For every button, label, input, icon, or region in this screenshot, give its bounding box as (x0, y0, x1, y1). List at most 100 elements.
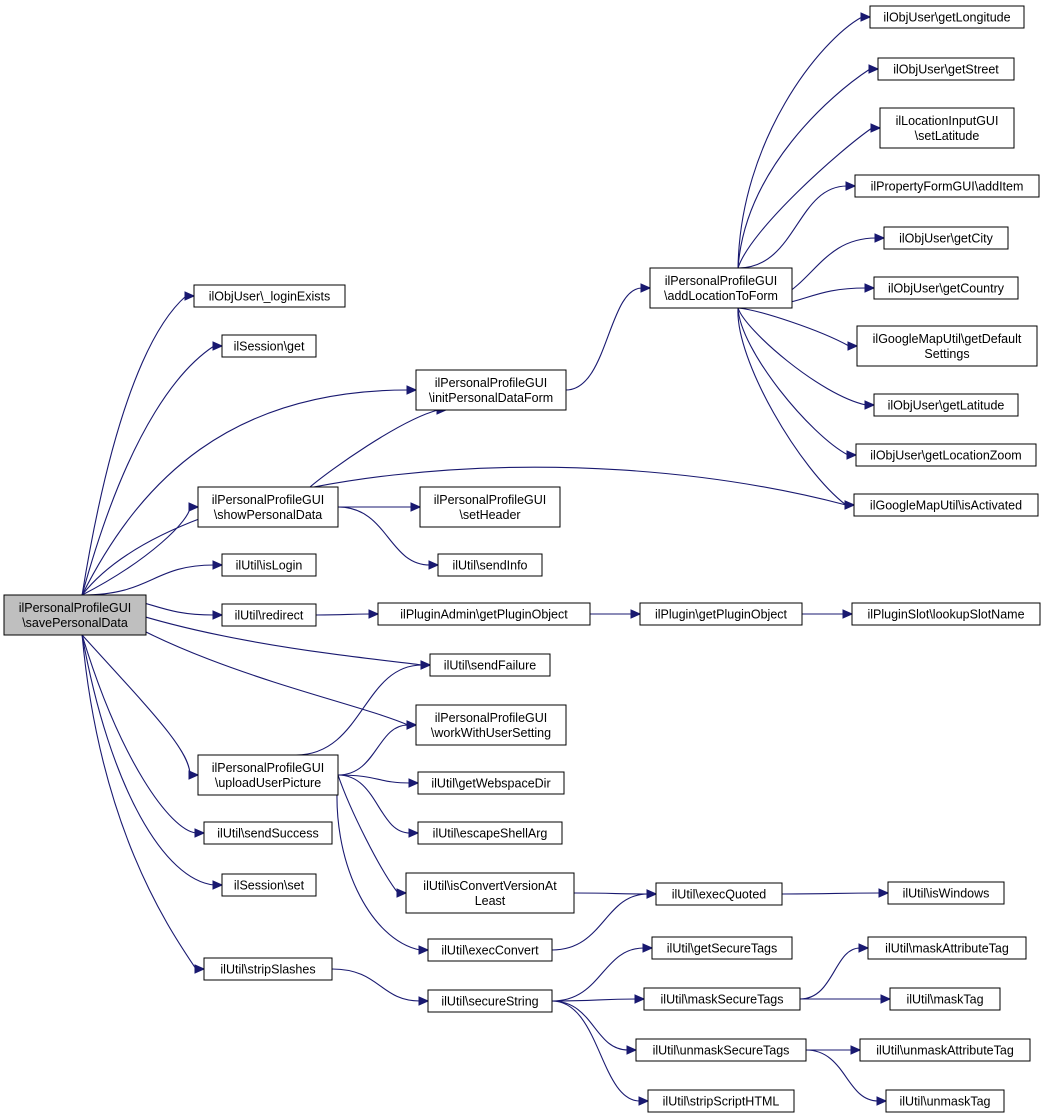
node-label: ilUtil\getSecureTags (667, 942, 777, 956)
node-getStreet[interactable]: ilObjUser\getStreet (877, 57, 1015, 81)
node-initPDF[interactable]: ilPersonalProfileGUI\initPersonalDataFor… (415, 369, 567, 411)
edge-root-to-sendSuccess (81, 634, 197, 834)
arrowhead-getPluginObjAdmin-to-pluginGetObj (630, 609, 642, 619)
node-setLatitude[interactable]: ilLocationInputGUI\setLatitude (879, 107, 1015, 149)
node-maskTag[interactable]: ilUtil\maskTag (889, 987, 1001, 1011)
node-box (651, 936, 793, 960)
arrowhead-addLoc-to-getStreet (868, 64, 880, 74)
node-box (417, 771, 565, 795)
node-addLoc[interactable]: ilPersonalProfileGUI\addLocationToForm (649, 267, 793, 309)
node-box (887, 881, 1005, 905)
node-maskSecureTags[interactable]: ilUtil\maskSecureTags (643, 987, 801, 1011)
node-execConvert[interactable]: ilUtil\execConvert (427, 938, 553, 962)
node-maskAttr[interactable]: ilUtil\maskAttributeTag (867, 936, 1027, 960)
edge-secureString-to-maskSecureTags (551, 998, 637, 1002)
arrowhead-uploadPic-to-isConvert (396, 888, 408, 898)
node-box (427, 938, 553, 962)
node-label: ilUtil\escapeShellArg (433, 827, 548, 841)
node-label: ilObjUser\getLatitude (888, 399, 1005, 413)
node-label: ilPlugin\getPluginObject (655, 608, 788, 622)
node-setHeader[interactable]: ilPersonalProfileGUI\setHeader (419, 486, 561, 528)
node-label: ilUtil\isLogin (236, 559, 303, 573)
node-box (377, 602, 591, 626)
edge-secureString-to-unmaskSecureTags (551, 1000, 629, 1051)
node-sendInfo[interactable]: ilUtil\sendInfo (437, 553, 543, 577)
node-isActivated[interactable]: ilGoogleMapUtil\isActivated (853, 493, 1039, 517)
node-label: ilUtil\secureString (441, 995, 538, 1009)
node-box (643, 987, 801, 1011)
edge-addLoc-to-isActivated (737, 307, 847, 506)
node-getPluginObjAdmin[interactable]: ilPluginAdmin\getPluginObject (377, 602, 591, 626)
node-box (635, 1038, 807, 1062)
node-escapeShell[interactable]: ilUtil\escapeShellArg (417, 821, 563, 845)
node-sessSet[interactable]: ilSession\set (221, 873, 317, 897)
node-box (221, 603, 317, 627)
edge-layer (81, 12, 892, 1106)
node-sendSuccess[interactable]: ilUtil\sendSuccess (203, 821, 333, 845)
node-label: ilUtil\sendFailure (444, 659, 536, 673)
arrowhead-root-to-loginExists (184, 291, 196, 301)
node-label: \showPersonalData (214, 508, 322, 522)
node-sendFailure[interactable]: ilUtil\sendFailure (429, 653, 551, 677)
node-box (405, 872, 575, 914)
arrowhead-secureString-to-unmaskSecureTags (626, 1045, 638, 1055)
node-getCity[interactable]: ilObjUser\getCity (883, 226, 1009, 250)
node-box (883, 226, 1009, 250)
arrowhead-addLoc-to-setLatitude (870, 123, 882, 133)
arrowhead-uploadPic-to-execConvert (418, 945, 430, 955)
edge-maskSecureTags-to-maskAttr (799, 947, 861, 1000)
node-box (203, 821, 333, 845)
edge-root-to-initPDF (81, 389, 409, 596)
node-sessGet[interactable]: ilSession\get (221, 334, 317, 358)
node-box (3, 594, 147, 636)
node-unmaskAttr[interactable]: ilUtil\unmaskAttributeTag (859, 1038, 1031, 1062)
node-box (415, 369, 567, 411)
node-addItem[interactable]: ilPropertyFormGUI\addItem (854, 174, 1040, 198)
arrowhead-addLoc-to-getCity (874, 233, 886, 243)
node-redirect[interactable]: ilUtil\redirect (221, 603, 317, 627)
node-label: ilUtil\maskTag (906, 993, 983, 1007)
node-label: ilUtil\sendInfo (452, 559, 527, 573)
node-box (427, 989, 553, 1013)
arrowhead-showPD-to-setHeader (410, 502, 422, 512)
node-webspace[interactable]: ilUtil\getWebspaceDir (417, 771, 565, 795)
node-unmaskTag[interactable]: ilUtil\unmaskTag (885, 1089, 1005, 1113)
node-execQuoted[interactable]: ilUtil\execQuoted (655, 882, 783, 906)
node-label: \workWithUserSetting (431, 726, 551, 740)
node-uploadPic[interactable]: ilPersonalProfileGUI\uploadUserPicture (197, 754, 339, 796)
node-label: ilPropertyFormGUI\addItem (871, 180, 1024, 194)
node-showPD[interactable]: ilPersonalProfileGUI\showPersonalData (197, 486, 339, 528)
arrowhead-execQuoted-to-isWindows (878, 888, 890, 898)
node-label: \addLocationToForm (664, 289, 778, 303)
node-lookupSlot[interactable]: ilPluginSlot\lookupSlotName (851, 602, 1041, 626)
node-isLogin[interactable]: ilUtil\isLogin (221, 553, 317, 577)
arrowhead-root-to-uploadPic (188, 770, 200, 780)
node-getLatitude[interactable]: ilObjUser\getLatitude (873, 393, 1019, 417)
node-box (197, 754, 339, 796)
arrowhead-root-to-sessGet (212, 341, 224, 351)
edge-addLoc-to-setLatitude (737, 127, 873, 269)
node-isWindows[interactable]: ilUtil\isWindows (887, 881, 1005, 905)
node-loginExists[interactable]: ilObjUser\_loginExists (193, 284, 346, 308)
node-label: Settings (924, 347, 969, 361)
node-stripSlashes[interactable]: ilUtil\stripSlashes (203, 957, 333, 981)
node-label: ilObjUser\getCountry (888, 282, 1005, 296)
node-getSecureTags[interactable]: ilUtil\getSecureTags (651, 936, 793, 960)
node-box (877, 57, 1015, 81)
node-stripScript[interactable]: ilUtil\stripScriptHTML (647, 1089, 795, 1113)
node-workWith[interactable]: ilPersonalProfileGUI\workWithUserSetting (415, 704, 567, 746)
node-pluginGetObj[interactable]: ilPlugin\getPluginObject (639, 602, 803, 626)
arrowhead-unmaskSecureTags-to-unmaskAttr (850, 1045, 862, 1055)
node-secureString[interactable]: ilUtil\secureString (427, 989, 553, 1013)
edge-initPDF-to-addLoc (565, 287, 643, 391)
edge-showPD-to-initPDF (309, 409, 439, 488)
node-getLocZoom[interactable]: ilObjUser\getLocationZoom (855, 443, 1037, 467)
node-getLongitude[interactable]: ilObjUser\getLongitude (869, 5, 1025, 29)
node-label: ilUtil\maskAttributeTag (885, 942, 1009, 956)
node-label: \initPersonalDataForm (429, 391, 553, 405)
node-getCountry[interactable]: ilObjUser\getCountry (873, 276, 1019, 300)
node-root[interactable]: ilPersonalProfileGUI\savePersonalData (3, 594, 147, 636)
node-unmaskSecureTags[interactable]: ilUtil\unmaskSecureTags (635, 1038, 807, 1062)
